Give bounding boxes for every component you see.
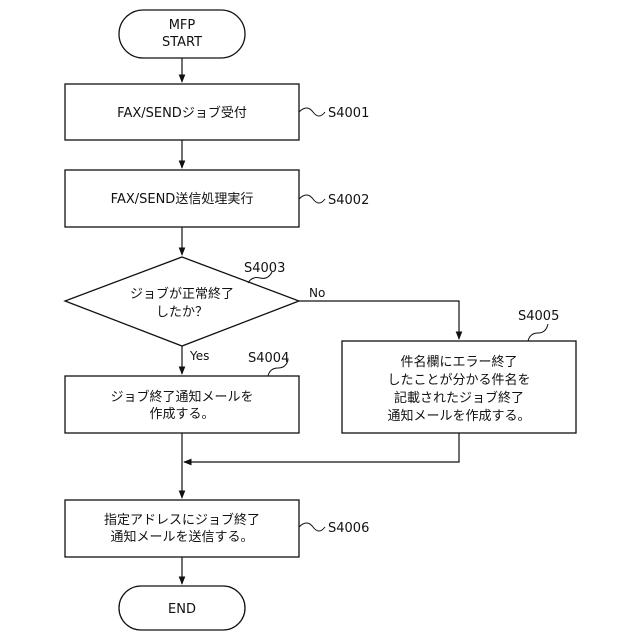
s4005-step-label: S4005: [518, 309, 559, 324]
branch-no-label: No: [309, 286, 325, 300]
s4001-text: FAX/SENDジョブ受付: [117, 105, 247, 121]
s4003-text-line-2: したか？: [156, 305, 208, 320]
s4001-step-label: S4001: [328, 106, 369, 121]
process-s4001: FAX/SENDジョブ受付 S4001: [65, 84, 369, 140]
start-label-line-1: MFP: [169, 18, 196, 33]
s4003-step-label: S4003: [244, 261, 285, 276]
s4002-text: FAX/SEND送信処理実行: [111, 191, 254, 207]
s4001-leader: [299, 108, 325, 116]
s4004-text-line-2: 作成する。: [149, 407, 214, 422]
s4005-text-line-2: したことが分かる件名を: [387, 372, 530, 388]
s4005-leader: [528, 324, 548, 341]
s4006-text-line-2: 通知メールを送信する。: [110, 529, 253, 545]
s4002-step-label: S4002: [328, 193, 369, 208]
process-s4006: 指定アドレスにジョブ終了 通知メールを送信する。 S4006: [65, 500, 369, 557]
start-terminator: MFP START: [119, 10, 245, 58]
arrow-s4003-no: [299, 301, 459, 339]
s4005-text-line-3: 記載されたジョブ終了: [394, 390, 524, 406]
s4003-text-line-1: ジョブが正常終了: [130, 286, 234, 302]
process-s4002: FAX/SEND送信処理実行 S4002: [65, 170, 369, 227]
s4005-text-line-4: 通知メールを作成する。: [387, 408, 530, 424]
arrow-s4005-merge: [184, 433, 459, 462]
s4002-leader: [299, 195, 325, 203]
start-label-line-2: START: [162, 35, 202, 50]
s4006-text-line-1: 指定アドレスにジョブ終了: [104, 512, 260, 528]
s4006-step-label: S4006: [328, 521, 369, 536]
end-terminator: END: [119, 586, 245, 630]
s4004-step-label: S4004: [248, 351, 289, 366]
s4004-text-line-1: ジョブ終了通知メールを: [110, 389, 253, 405]
end-label: END: [168, 602, 196, 617]
decision-s4003: ジョブが正常終了 したか？ S4003 No Yes: [65, 257, 325, 363]
branch-yes-label: Yes: [189, 349, 209, 363]
s4006-leader: [299, 523, 325, 531]
s4005-text-line-1: 件名欄にエラー終了: [400, 354, 517, 370]
